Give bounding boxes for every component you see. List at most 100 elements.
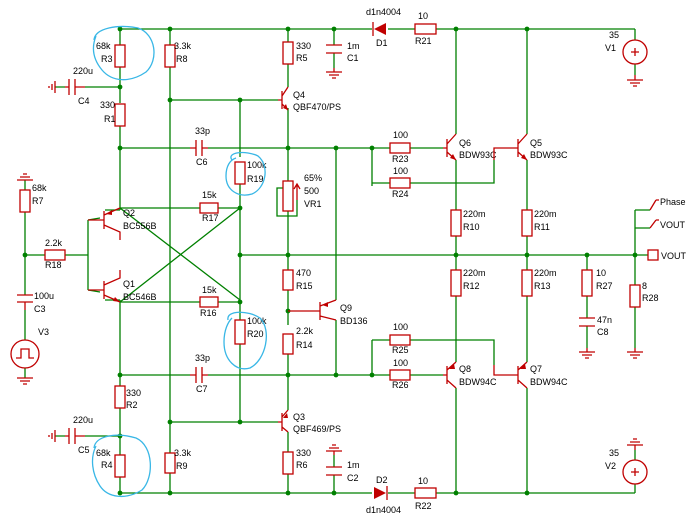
resistor-r6: 330 R6 <box>282 448 311 475</box>
r28-value: 8 <box>642 281 647 291</box>
c6-value: 33p <box>195 126 210 136</box>
r18-label: R18 <box>45 260 62 270</box>
r3-label: R3 <box>101 54 113 64</box>
r16-label: R16 <box>200 308 217 318</box>
r19-value: 100k <box>247 160 267 170</box>
c4-label: C4 <box>78 96 90 106</box>
r25-value: 100 <box>393 322 408 332</box>
r8-label: R8 <box>176 54 188 64</box>
v1-value: 35 <box>609 30 619 40</box>
c8-value: 47n <box>597 315 612 325</box>
ground-symbols <box>17 173 643 359</box>
q7-value: BDW94C <box>530 377 568 387</box>
r26-label: R26 <box>392 380 409 390</box>
junction-dots <box>22 26 638 496</box>
resistor-r21: 10 R21 <box>414 11 437 46</box>
resistor-r15: 470 R15 <box>282 268 313 291</box>
c1-value: 1m <box>347 41 360 51</box>
q3-label: Q3 <box>293 412 305 422</box>
r10-label: R10 <box>463 222 480 232</box>
r13-value: 220m <box>534 268 557 278</box>
r2-label: R2 <box>126 400 138 410</box>
r26-value: 100 <box>393 358 408 368</box>
port-vout-2: VOUT <box>661 251 687 261</box>
c5-label: C5 <box>78 445 90 455</box>
capacitor-c4: 220u C4 <box>48 66 93 106</box>
r17-label: R17 <box>202 213 219 223</box>
resistor-r25: 100 R25 <box>389 322 411 355</box>
transistor-q6: Q6 BDW93C <box>443 133 497 161</box>
q6-value: BDW93C <box>459 150 497 160</box>
r14-value: 2.2k <box>296 326 314 336</box>
resistor-r2: 330 R2 <box>114 385 141 410</box>
resistor-r16: 15k R16 <box>199 285 219 318</box>
r17-value: 15k <box>202 190 217 200</box>
v1-label: V1 <box>605 43 616 53</box>
r20-value: 100k <box>247 316 267 326</box>
r7-value: 68k <box>32 183 47 193</box>
resistor-r20: 100k R20 <box>234 316 267 345</box>
r28-label: R28 <box>642 293 659 303</box>
c7-label: C7 <box>196 384 208 394</box>
c5-value: 220u <box>73 415 93 425</box>
r27-value: 10 <box>596 268 606 278</box>
transistor-q9: Q9 BD136 <box>288 299 368 326</box>
q8-value: BDW94C <box>459 377 497 387</box>
r20-label: R20 <box>247 329 264 339</box>
c7-value: 33p <box>195 353 210 363</box>
r15-value: 470 <box>296 268 311 278</box>
capacitor-c1: 1m C1 <box>326 41 360 79</box>
highlight-marks <box>91 25 267 497</box>
capacitor-c2: 1m C2 <box>326 444 360 483</box>
resistor-r7: 68k R7 <box>19 183 47 213</box>
r2-value: 330 <box>126 388 141 398</box>
r13-label: R13 <box>534 281 551 291</box>
resistor-r1: 330 R1 <box>100 100 126 127</box>
d2-label: D2 <box>376 475 388 485</box>
r1-value: 330 <box>100 100 115 110</box>
capacitor-c7: 33p C7 <box>190 353 210 394</box>
r11-label: R11 <box>534 222 550 232</box>
q3-value: QBF469/PS <box>293 424 341 434</box>
r23-value: 100 <box>393 130 408 140</box>
transistor-q4: Q4 QBF470/PS <box>278 86 341 112</box>
c3-label: C3 <box>34 304 46 314</box>
transistor-q8: Q8 BDW94C <box>443 361 497 389</box>
resistor-r8: 3.3k R8 <box>164 41 192 68</box>
capacitor-c5: 220u C5 <box>48 415 93 455</box>
r19-label: R19 <box>247 174 264 184</box>
resistor-r4: 68k R4 <box>96 448 126 478</box>
vr1-value: 500 <box>304 186 319 196</box>
r12-value: 220m <box>463 268 486 278</box>
r24-label: R24 <box>392 189 409 199</box>
v2-label: V2 <box>605 461 616 471</box>
transistor-q1: Q1 BC546B <box>88 270 157 303</box>
c2-value: 1m <box>347 460 360 470</box>
c1-label: C1 <box>347 53 359 63</box>
v3-label: V3 <box>38 327 49 337</box>
r21-value: 10 <box>418 11 428 21</box>
r16-value: 15k <box>202 285 217 295</box>
q4-value: QBF470/PS <box>293 102 341 112</box>
r5-value: 330 <box>296 41 311 51</box>
resistor-r17: 15k R17 <box>199 190 219 223</box>
q9-value: BD136 <box>340 316 368 326</box>
r23-label: R23 <box>392 154 409 164</box>
port-phase: Phase <box>660 197 686 207</box>
c8-label: C8 <box>597 327 609 337</box>
q2-label: Q2 <box>123 208 135 218</box>
q7-label: Q7 <box>530 364 542 374</box>
r4-label: R4 <box>101 460 113 470</box>
q9-label: Q9 <box>340 303 352 313</box>
q5-value: BDW93C <box>530 150 568 160</box>
resistor-r11: 220m R11 <box>521 209 557 237</box>
capacitor-c6: 33p C6 <box>190 126 210 167</box>
resistor-r22: 10 R22 <box>414 476 437 511</box>
transistor-q3: Q3 QBF469/PS <box>278 409 341 434</box>
diode-d1: d1n4004 D1 <box>366 7 401 48</box>
resistor-r13: 220m R13 <box>521 268 557 297</box>
diode-d2: D2 d1n4004 <box>366 475 401 515</box>
r5-label: R5 <box>296 53 308 63</box>
q4-label: Q4 <box>293 90 305 100</box>
